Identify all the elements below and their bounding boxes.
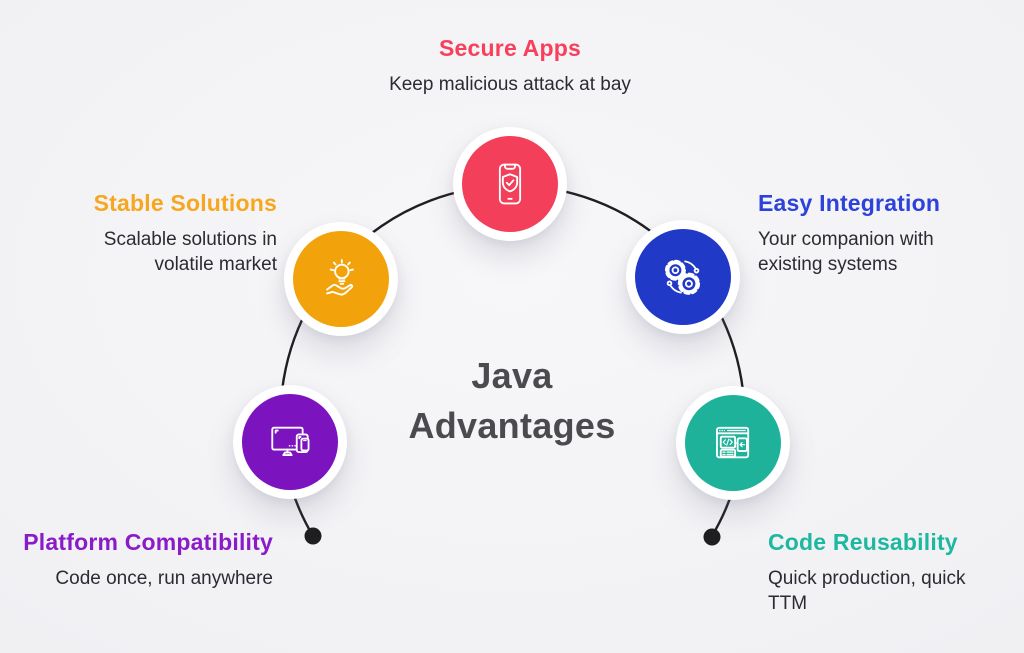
label-stable-solutions-title: Stable Solutions <box>93 190 277 216</box>
label-code-reusability: Code Reusability Quick production, quick… <box>768 529 1008 616</box>
browser-code-icon <box>716 426 750 459</box>
node-code-reusability <box>676 386 790 500</box>
page-title: Java Advantages <box>408 355 616 446</box>
devices-icon <box>271 426 310 457</box>
phone-shield-icon <box>498 163 522 205</box>
node-easy-integration-circle <box>635 229 731 325</box>
label-platform-compatibility-desc: Code once, run anywhere <box>55 568 273 590</box>
connector-endpoint-dot-right <box>703 528 721 546</box>
label-platform-compatibility-title: Platform Compatibility <box>23 529 273 555</box>
label-code-reusability-desc: Quick production, quick TTM <box>768 568 966 615</box>
node-stable-solutions-circle <box>293 231 389 327</box>
label-secure-apps-title: Secure Apps <box>439 35 581 61</box>
node-platform-compatibility <box>233 385 347 499</box>
node-platform-compatibility-circle <box>242 394 338 490</box>
label-easy-integration-desc: Your companion with existing systems <box>758 229 934 276</box>
node-secure-apps-circle <box>462 136 558 232</box>
label-secure-apps-desc: Keep malicious attack at bay <box>389 74 631 96</box>
label-easy-integration: Easy Integration Your companion with exi… <box>758 190 998 277</box>
label-stable-solutions: Stable Solutions Scalable solutions in v… <box>37 190 277 277</box>
label-platform-compatibility: Platform Compatibility Code once, run an… <box>0 529 273 591</box>
label-code-reusability-title: Code Reusability <box>768 529 958 555</box>
connector-endpoint-dot-left <box>304 527 322 545</box>
gears-icon <box>664 259 701 295</box>
label-easy-integration-title: Easy Integration <box>758 190 941 216</box>
node-easy-integration <box>626 220 740 334</box>
label-secure-apps: Secure Apps Keep malicious attack at bay <box>310 35 710 97</box>
node-code-reusability-circle <box>685 395 781 491</box>
bulb-in-hand-icon <box>326 259 354 296</box>
label-stable-solutions-desc: Scalable solutions in volatile market <box>103 229 277 276</box>
node-stable-solutions <box>284 222 398 336</box>
node-secure-apps <box>453 127 567 241</box>
